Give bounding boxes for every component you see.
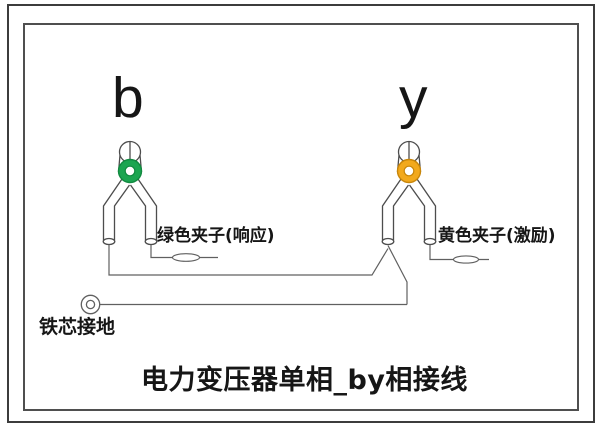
cable-bead-y <box>452 255 480 264</box>
outer-border <box>7 4 595 423</box>
ground-terminal-icon <box>80 294 101 315</box>
wires <box>99 244 489 306</box>
green-clamp-label: 绿色夹子(响应) <box>157 226 275 246</box>
wire-b-to-y <box>108 244 389 276</box>
clamp-y-icon <box>381 140 437 246</box>
diagram-title: 电力变压器单相_by相接线 <box>141 365 468 396</box>
terminal-b-label: b <box>112 66 144 130</box>
terminal-y-label: y <box>399 66 428 130</box>
cable-beads <box>171 253 480 264</box>
wire-y-to-ground <box>387 245 408 305</box>
inner-border <box>23 23 579 411</box>
clamp-b-icon <box>102 140 158 246</box>
yellow-clamp-label: 黄色夹子(激励) <box>438 226 556 246</box>
cable-bead-b <box>171 253 201 262</box>
ground-label: 铁芯接地 <box>39 316 116 338</box>
